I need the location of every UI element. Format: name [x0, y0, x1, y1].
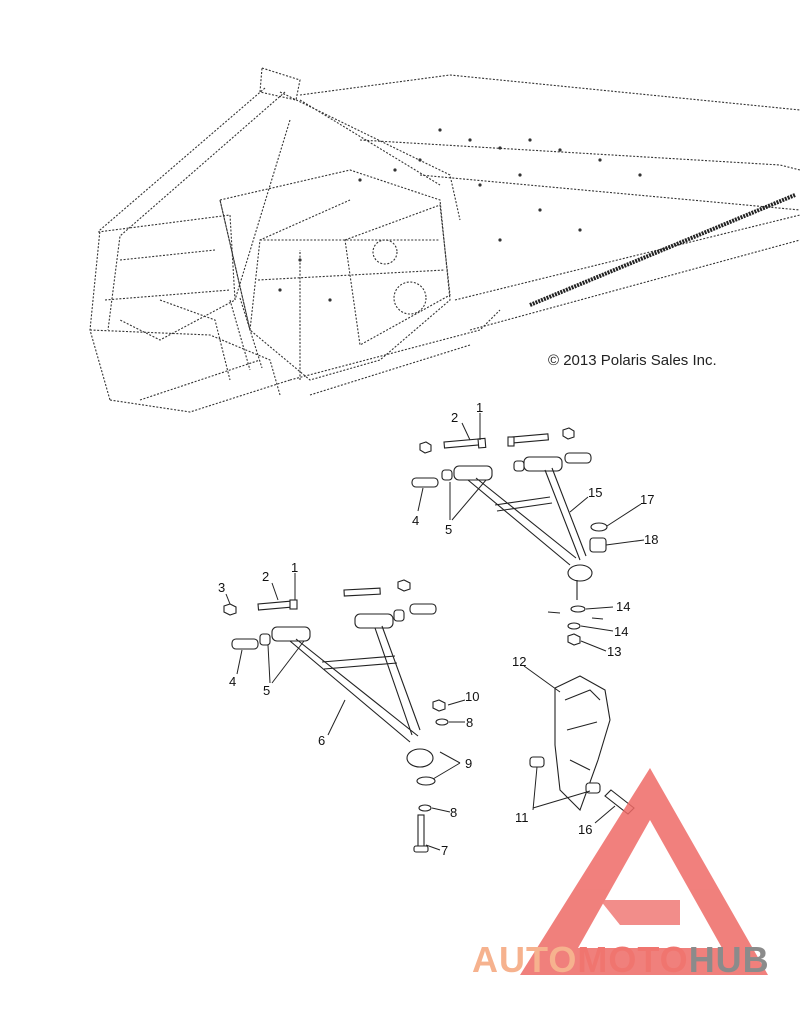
callout-upper-14a: 14 [616, 599, 630, 614]
callout-spindle-11: 11 [515, 810, 529, 825]
callout-upper-17: 17 [640, 492, 654, 507]
watermark-auto: AUTO [472, 939, 577, 980]
upper-bushing-5a [441, 469, 453, 481]
spindle-bushing-b [585, 782, 601, 794]
upper-ball-joint [567, 564, 593, 582]
callout-upper-13: 13 [607, 644, 621, 659]
lower-bolt-7 [417, 814, 425, 850]
leader-lines [225, 413, 645, 851]
watermark-triangle-icon [520, 768, 768, 975]
callout-upper-14b: 14 [614, 624, 628, 639]
callout-lower-6: 6 [318, 733, 325, 748]
callout-upper-4: 4 [412, 513, 419, 528]
upper-a-arm-assembly [411, 427, 608, 646]
callout-spindle-16: 16 [578, 822, 592, 837]
lower-sleeve-right [354, 613, 394, 629]
track-rack [529, 193, 796, 307]
callout-lower-1: 1 [291, 560, 298, 575]
callout-upper-2: 2 [451, 410, 458, 425]
callout-lower-4: 4 [229, 674, 236, 689]
lower-nut-10 [432, 699, 446, 712]
lower-washer-8a [435, 718, 449, 726]
lower-a-arm [289, 625, 421, 743]
upper-bushing-4 [411, 477, 439, 488]
lower-ring-9 [416, 776, 436, 786]
upper-sleeve-right [523, 456, 563, 472]
callout-lower-8b: 8 [450, 805, 457, 820]
watermark-hub: HUB [689, 939, 770, 980]
lower-bushing-right [409, 603, 437, 615]
callout-upper-1: 1 [476, 400, 483, 415]
callout-lower-3: 3 [218, 580, 225, 595]
upper-bolt-right [507, 433, 549, 447]
lower-bolt-2-head [289, 599, 298, 610]
callout-lower-7: 7 [441, 843, 448, 858]
lower-washer-8b [418, 804, 432, 812]
lower-sleeve-left [271, 626, 311, 642]
upper-nut-left [419, 441, 432, 454]
ball-joint-18 [589, 537, 607, 553]
spindle-bushing-a [529, 756, 545, 768]
washer-14b [567, 622, 581, 630]
lower-bushing-4 [231, 638, 259, 650]
watermark-moto: MOTO [577, 939, 688, 980]
callout-upper-5: 5 [445, 522, 452, 537]
chassis-frame [89, 67, 800, 413]
callout-spindle-12: 12 [512, 654, 526, 669]
ball-joint-cap-17 [590, 522, 608, 532]
lower-nut-3 [223, 603, 237, 616]
callout-upper-15: 15 [588, 485, 602, 500]
callout-lower-8a: 8 [466, 715, 473, 730]
callout-upper-18: 18 [644, 532, 658, 547]
copyright-notice: © 2013 Polaris Sales Inc. [548, 352, 717, 369]
callout-lower-9: 9 [465, 756, 472, 771]
callout-lower-10: 10 [465, 689, 479, 704]
lower-ball-joint [406, 748, 434, 768]
upper-bushing-5b [513, 460, 525, 472]
watermark-text: AUTOMOTOHUB [472, 939, 770, 980]
upper-a-arm [467, 467, 587, 566]
lower-bushing-5a [259, 633, 271, 646]
lower-bolt-top [343, 587, 381, 597]
lower-bolt-2 [257, 600, 295, 611]
spindle-12 [554, 675, 611, 812]
watermark-logo [520, 768, 768, 975]
upper-sleeve-left [453, 465, 493, 481]
callout-lower-5: 5 [263, 683, 270, 698]
upper-bushing-right [564, 452, 592, 464]
nut-13 [567, 633, 581, 646]
upper-bolt-left [443, 437, 487, 449]
lower-bushing-5b [393, 609, 405, 622]
washer-14a [570, 605, 586, 613]
callout-lower-2: 2 [262, 569, 269, 584]
callout-labels: 1 2 4 5 15 17 18 14 14 13 3 2 1 4 5 6 10… [218, 400, 658, 858]
upper-nut-right [562, 427, 575, 440]
spindle-assembly [529, 675, 635, 815]
lower-a-arm-assembly [223, 579, 449, 853]
lower-nut-top [397, 579, 411, 592]
